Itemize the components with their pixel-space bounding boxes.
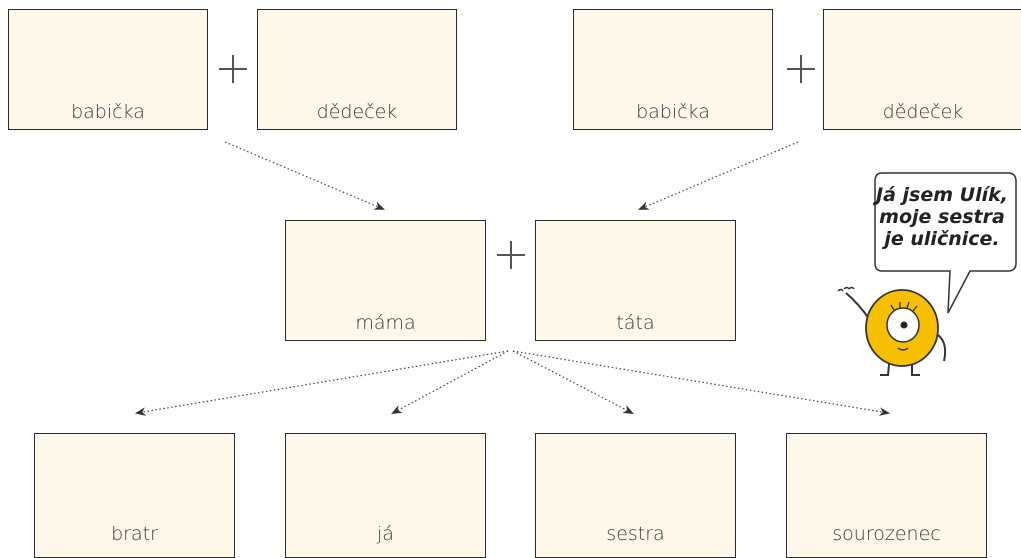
arrow-left-grandparents-to-mother xyxy=(224,141,385,210)
box-grandpa-left: dědeček xyxy=(257,9,457,130)
arrow-right-grandparents-to-father xyxy=(638,141,799,210)
box-grandpa-right: dědeček xyxy=(823,9,1021,130)
arrow-parents-to-sibling xyxy=(512,350,891,416)
box-grandma-left: babička xyxy=(8,9,208,130)
label-brother: bratr xyxy=(111,523,158,545)
box-grandma-right: babička xyxy=(573,9,773,130)
speech-bubble-text: Já jsem Ulík, moje sestra je uličnice. xyxy=(866,184,1018,250)
plus-icon xyxy=(497,241,525,269)
label-grandma-left: babička xyxy=(71,101,145,123)
label-father: táta xyxy=(616,312,655,334)
box-me: já xyxy=(285,433,486,558)
plus-icon xyxy=(787,55,815,83)
label-me: já xyxy=(377,523,394,545)
box-mother: máma xyxy=(285,220,486,341)
label-grandpa-left: dědeček xyxy=(316,101,398,123)
speech-line-2: moje sestra xyxy=(879,206,1005,228)
label-grandpa-right: dědeček xyxy=(882,101,964,123)
speech-bubble xyxy=(874,172,1017,314)
box-father: táta xyxy=(535,220,736,341)
box-sibling: sourozenec xyxy=(786,433,987,558)
arrow-parents-to-brother xyxy=(134,350,509,416)
label-mother: máma xyxy=(355,312,416,334)
box-brother: bratr xyxy=(34,433,235,558)
label-grandma-right: babička xyxy=(636,101,710,123)
speech-line-1: Já jsem Ulík, xyxy=(876,184,1008,206)
mascot-illustration xyxy=(837,172,1017,376)
speech-line-3: je uličnice. xyxy=(884,228,1000,250)
ulik-mascot xyxy=(837,286,947,376)
box-sister: sestra xyxy=(535,433,736,558)
plus-icon xyxy=(219,55,247,83)
label-sister: sestra xyxy=(606,523,665,545)
arrow-parents-to-me xyxy=(391,350,509,415)
label-sibling: sourozenec xyxy=(832,523,941,545)
